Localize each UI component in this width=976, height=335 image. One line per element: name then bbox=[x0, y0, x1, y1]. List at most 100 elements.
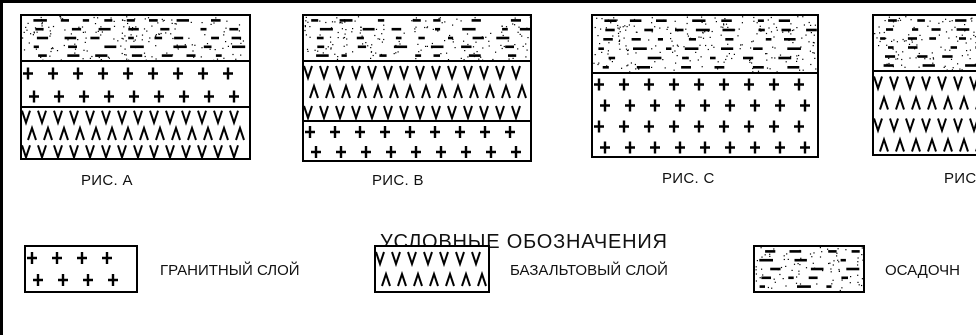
sediment-dot-mark bbox=[654, 26, 656, 28]
sediment-dot-mark bbox=[783, 258, 785, 261]
sediment-dot-mark bbox=[383, 28, 385, 31]
granite-plus-mark bbox=[108, 274, 118, 286]
sediment-dot-mark bbox=[755, 280, 757, 282]
sediment-dot-mark bbox=[619, 26, 621, 28]
sediment-dash-mark bbox=[95, 54, 108, 57]
sediment-dot-mark bbox=[460, 57, 462, 59]
sediment-dot-mark bbox=[41, 25, 43, 27]
pattern-canvas bbox=[593, 16, 817, 72]
sediment-dot-mark bbox=[123, 26, 125, 28]
sediment-dot-mark bbox=[598, 62, 600, 64]
sediment-dot-mark bbox=[128, 26, 130, 28]
basalt-v-mark bbox=[431, 105, 441, 122]
basalt-v-mark bbox=[953, 118, 963, 134]
basalt-v-mark bbox=[889, 118, 899, 134]
basalt-v-mark bbox=[187, 124, 197, 141]
sediment-dot-mark bbox=[381, 33, 383, 35]
basalt-v-mark bbox=[969, 118, 976, 134]
sediment-dot-mark bbox=[121, 32, 123, 34]
sediment-dot-mark bbox=[383, 38, 385, 41]
sediment-dot-mark bbox=[957, 63, 959, 65]
sediment-dot-mark bbox=[959, 68, 961, 70]
sediment-dot-mark bbox=[771, 57, 773, 59]
sediment-dash-mark bbox=[430, 45, 444, 49]
basalt-v-mark bbox=[453, 82, 463, 99]
sediment-dot-mark bbox=[172, 37, 174, 40]
sediment-dash-mark bbox=[379, 54, 387, 57]
sediment-dot-mark bbox=[522, 45, 524, 47]
sediment-dot-mark bbox=[214, 49, 216, 51]
sediment-dot-mark bbox=[770, 31, 773, 33]
pattern-canvas bbox=[874, 16, 976, 70]
granite-plus-mark bbox=[675, 141, 685, 154]
sediment-dash-mark bbox=[71, 27, 82, 31]
sediment-dash-mark bbox=[888, 19, 897, 22]
sediment-dot-mark bbox=[357, 16, 360, 18]
sediment-dash-mark bbox=[888, 46, 894, 49]
sediment-dash-mark bbox=[675, 28, 684, 32]
sediment-dot-mark bbox=[720, 34, 722, 36]
sediment-dot-mark bbox=[828, 262, 830, 265]
sediment-dot-mark bbox=[944, 65, 946, 67]
sediment-dot-mark bbox=[336, 17, 338, 19]
sediment-dot-mark bbox=[226, 20, 228, 22]
sediment-dot-mark bbox=[599, 43, 601, 45]
sediment-dot-mark bbox=[888, 57, 890, 59]
sedimentary-layer bbox=[304, 16, 530, 60]
sediment-dot-mark bbox=[858, 284, 860, 286]
sediment-dot-mark bbox=[89, 57, 91, 59]
granite-plus-mark bbox=[77, 252, 87, 264]
granite-plus-mark bbox=[675, 99, 685, 112]
granite-plus-mark bbox=[104, 90, 114, 103]
sediment-dot-mark bbox=[785, 61, 787, 63]
granite-plus-mark bbox=[769, 78, 779, 91]
granite-plus-mark bbox=[600, 99, 610, 112]
basalt-v-mark bbox=[431, 65, 441, 82]
pattern-canvas bbox=[874, 76, 976, 152]
sediment-dot-mark bbox=[857, 281, 859, 283]
sediment-dot-mark bbox=[672, 45, 674, 47]
sediment-dot-mark bbox=[723, 61, 725, 63]
sediment-dot-mark bbox=[782, 278, 784, 280]
sediment-dash-mark bbox=[955, 19, 967, 22]
sediment-dot-mark bbox=[805, 267, 808, 269]
sediment-dot-mark bbox=[722, 26, 724, 28]
sediment-dot-mark bbox=[780, 266, 783, 269]
sediment-dot-mark bbox=[26, 29, 28, 31]
sediment-dot-mark bbox=[809, 50, 811, 52]
sediment-dot-mark bbox=[886, 63, 888, 65]
sediment-dot-mark bbox=[155, 35, 157, 37]
sediment-dot-mark bbox=[452, 38, 454, 40]
sediment-dot-mark bbox=[666, 28, 668, 30]
sediment-dot-mark bbox=[501, 25, 503, 27]
sediment-dash-mark bbox=[448, 36, 454, 40]
sediment-dot-mark bbox=[672, 51, 674, 53]
sediment-dash-mark bbox=[608, 56, 616, 60]
granite-plus-mark bbox=[644, 120, 654, 133]
sediment-dot-mark bbox=[896, 41, 898, 43]
sediment-dot-mark bbox=[714, 17, 716, 19]
figure-b-caption: РИС. B bbox=[372, 172, 424, 189]
sediment-dot-mark bbox=[67, 39, 69, 41]
granite-plus-mark bbox=[694, 78, 704, 91]
granite-plus-mark bbox=[744, 78, 754, 91]
sediment-dot-mark bbox=[517, 31, 519, 33]
sediment-dot-mark bbox=[676, 55, 678, 57]
sediment-dot-mark bbox=[144, 18, 146, 20]
sediment-dot-mark bbox=[685, 28, 687, 30]
sediment-dot-mark bbox=[961, 55, 963, 57]
sediment-dot-mark bbox=[711, 44, 713, 46]
sediment-dash-mark bbox=[908, 46, 918, 49]
sediment-dot-mark bbox=[415, 26, 417, 28]
sediment-dot-mark bbox=[613, 17, 615, 19]
sediment-dot-mark bbox=[125, 40, 127, 42]
sediment-dot-mark bbox=[352, 28, 354, 30]
basalt-v-mark bbox=[874, 76, 883, 92]
figure-d-caption: РИС bbox=[944, 170, 976, 187]
basalt-v-mark bbox=[304, 65, 313, 82]
sediment-dash-mark bbox=[508, 54, 517, 57]
sediment-dot-mark bbox=[439, 17, 441, 19]
sediment-dot-mark bbox=[488, 45, 490, 47]
sediment-dot-mark bbox=[667, 26, 669, 28]
sediment-dot-mark bbox=[190, 21, 192, 23]
